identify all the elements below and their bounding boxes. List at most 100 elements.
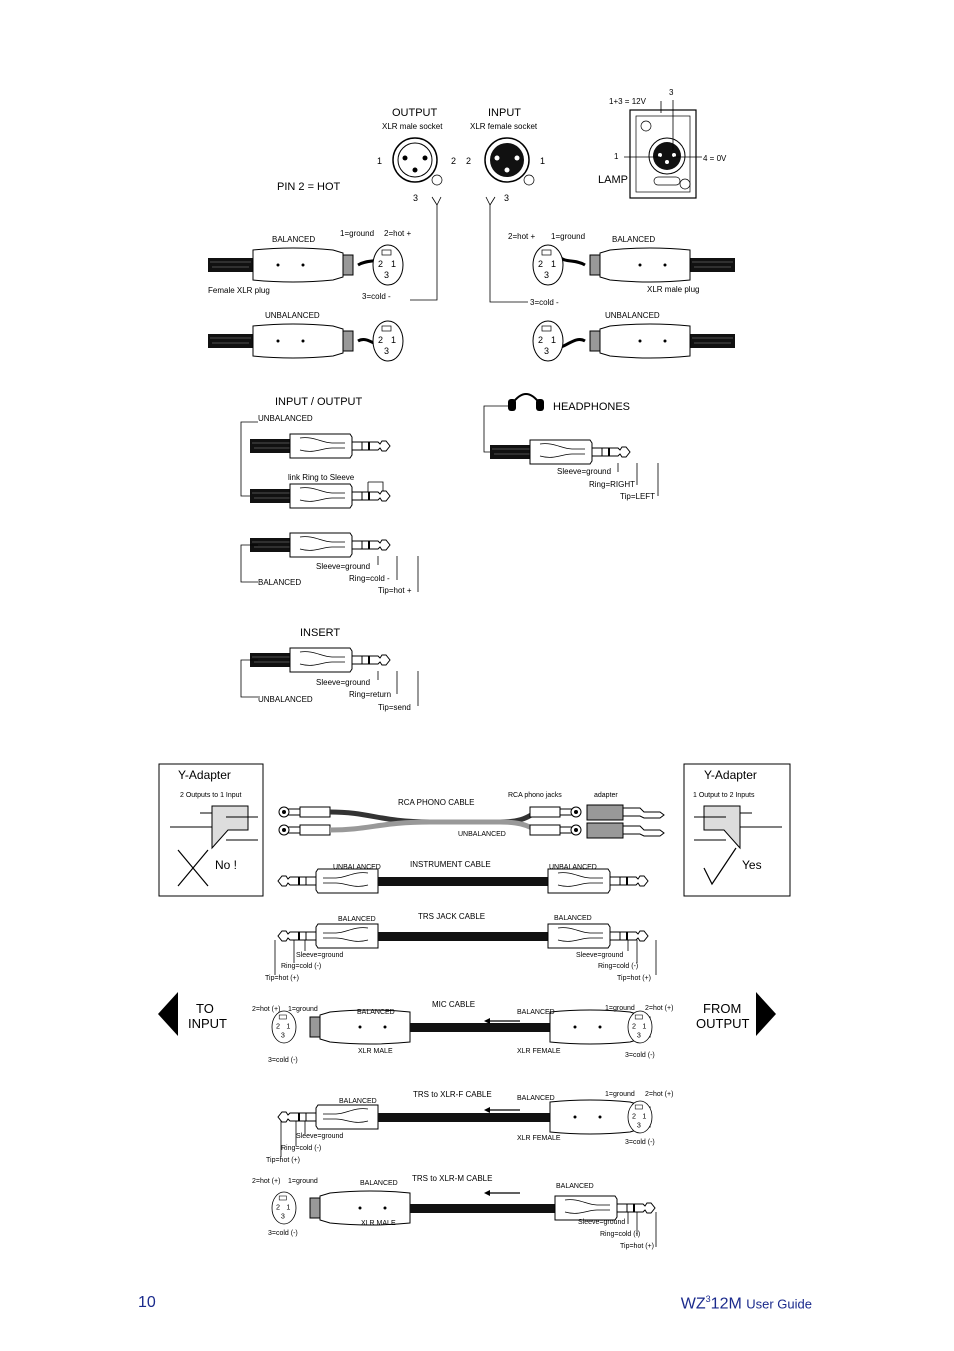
lamp-label: LAMP [598, 174, 628, 186]
trsf-bal-left: BALANCED [339, 1098, 377, 1105]
io-linked-jack [249, 483, 391, 509]
trs-tip-left: Tip=hot (+) [265, 975, 299, 982]
instrument-cable-label: INSTRUMENT CABLE [410, 860, 491, 869]
mic-hot-left: 2=hot (+) [252, 1006, 280, 1013]
output-sub: XLR male socket [382, 122, 443, 131]
y-left-title: Y-Adapter [178, 768, 231, 782]
insert-bracket [240, 659, 258, 698]
mic-cold-right: 3=cold (-) [625, 1052, 655, 1059]
mic-cold-left: 3=cold (-) [268, 1057, 298, 1064]
product-name: WZ312M User Guide [681, 1294, 812, 1313]
headphones-leader-lines [617, 463, 659, 496]
io-leader-lines [377, 556, 419, 592]
trsm-ground: 1=ground [288, 1178, 318, 1185]
product-superscript: 3 [705, 1294, 711, 1304]
io-unbalanced-jack [249, 433, 391, 459]
user-guide-label: User Guide [746, 1296, 812, 1312]
y-adapter-left-box [158, 763, 264, 897]
mic-ground-right: 1=ground [605, 1005, 635, 1012]
mic-xlr-female: XLR FEMALE [517, 1048, 561, 1055]
trsm-ring: Ring=cold (-) [600, 1231, 640, 1238]
trsf-hot: 2=hot (+) [645, 1091, 673, 1098]
headphones-sleeve-label: Sleeve=ground [557, 467, 611, 476]
xlr-female-socket-icon [484, 137, 535, 186]
out-pin2: 2 [451, 156, 456, 166]
output-title: OUTPUT [392, 107, 438, 119]
trs-sleeve-right: Sleeve=ground [576, 952, 623, 959]
rca-unbalanced-label: UNBALANCED [458, 831, 506, 838]
female-hot-label: 2=hot + [384, 229, 411, 238]
trs-cable-label: TRS JACK CABLE [418, 912, 485, 921]
io-balanced-jack [249, 532, 391, 558]
io-unbalanced-label: UNBALANCED [258, 414, 313, 423]
male-hot-label: 2=hot + [508, 232, 535, 241]
headphones-ring-label: Ring=RIGHT [589, 480, 635, 489]
male-xlr-unbalanced-cable [556, 323, 736, 359]
pin2-hot-label: PIN 2 = HOT [277, 181, 341, 193]
headphones-jack [489, 439, 631, 465]
io-balanced-label: BALANCED [258, 578, 301, 587]
xlr-male-socket-icon [392, 137, 443, 186]
male-ground-label: 1=ground [551, 232, 585, 241]
insert-sleeve-label: Sleeve=ground [316, 678, 370, 687]
female-xlr-balanced-cable [207, 244, 404, 286]
from-label: FROM [703, 1001, 741, 1016]
y-right-verdict: Yes [742, 858, 762, 872]
trsf-xlr-female: XLR FEMALE [517, 1135, 561, 1142]
insert-tip-label: Tip=send [378, 703, 411, 712]
trsf-ground: 1=ground [605, 1091, 635, 1098]
trsm-tip: Tip=hot (+) [620, 1243, 654, 1250]
y-left-verdict: No ! [215, 858, 237, 872]
in-pin2: 2 [466, 156, 471, 166]
trsf-cold: 3=cold (-) [625, 1139, 655, 1146]
trsm-bal-right: BALANCED [556, 1183, 594, 1190]
in-pin3: 3 [504, 193, 509, 203]
product-model: 12M [710, 1295, 742, 1313]
trs-to-xlrm-cable [271, 1189, 657, 1247]
output-link-arrow-icon [431, 196, 442, 206]
instrument-cable [278, 868, 649, 894]
mic-bal-right: BALANCED [517, 1009, 555, 1016]
input-title: INPUT [488, 107, 521, 119]
trsm-cold: 3=cold (-) [268, 1230, 298, 1237]
insert-ring-label: Ring=return [349, 690, 391, 699]
rca-cable-label: RCA PHONO CABLE [398, 798, 474, 807]
trs-bal-right: BALANCED [554, 915, 592, 922]
trs-jack-cable [274, 923, 657, 975]
female-balanced-label: BALANCED [272, 235, 315, 244]
insert-jack [249, 647, 391, 673]
headphones-lead [483, 405, 508, 453]
trsf-ring: Ring=cold (-) [281, 1145, 321, 1152]
io-bracket [240, 421, 258, 497]
trsf-sleeve: Sleeve=ground [296, 1133, 343, 1140]
mic-cable-label: MIC CABLE [432, 1000, 475, 1009]
io-title: INPUT / OUTPUT [275, 396, 362, 408]
headphones-title: HEADPHONES [553, 401, 630, 413]
trs-bal-left: BALANCED [338, 916, 376, 923]
male-unbalanced-label: UNBALANCED [605, 311, 660, 320]
female-cold-label: 3=cold - [362, 292, 391, 301]
trs-sleeve-left: Sleeve=ground [296, 952, 343, 959]
mic-bal-left: BALANCED [357, 1009, 395, 1016]
mic-xlr-male: XLR MALE [358, 1048, 393, 1055]
female-plug-label: Female XLR plug [208, 286, 270, 295]
input-link-arrow-icon [485, 196, 496, 206]
lamp-pin3: 3 [669, 88, 674, 97]
instr-unbal-right: UNBALANCED [549, 864, 597, 871]
io-bal-bracket [240, 544, 258, 583]
y-right-sub: 1 Output to 2 Inputs [693, 792, 755, 799]
trsm-xlr-male: XLR MALE [361, 1220, 396, 1227]
output-link-line [410, 205, 438, 301]
trsf-cable-label: TRS to XLR-F CABLE [413, 1090, 492, 1099]
y-adapter-right-box [683, 763, 791, 897]
trsf-tip: Tip=hot (+) [266, 1157, 300, 1164]
male-xlr-face-icon [532, 244, 564, 286]
trs-ring-right: Ring=cold (-) [598, 963, 638, 970]
product-prefix: WZ [680, 1295, 706, 1313]
male-xlr-face-unbal-icon [532, 320, 564, 362]
trs-tip-right: Tip=hot (+) [617, 975, 651, 982]
male-plug-label: XLR male plug [647, 285, 699, 294]
out-pin3: 3 [413, 193, 418, 203]
male-balanced-label: BALANCED [612, 235, 655, 244]
